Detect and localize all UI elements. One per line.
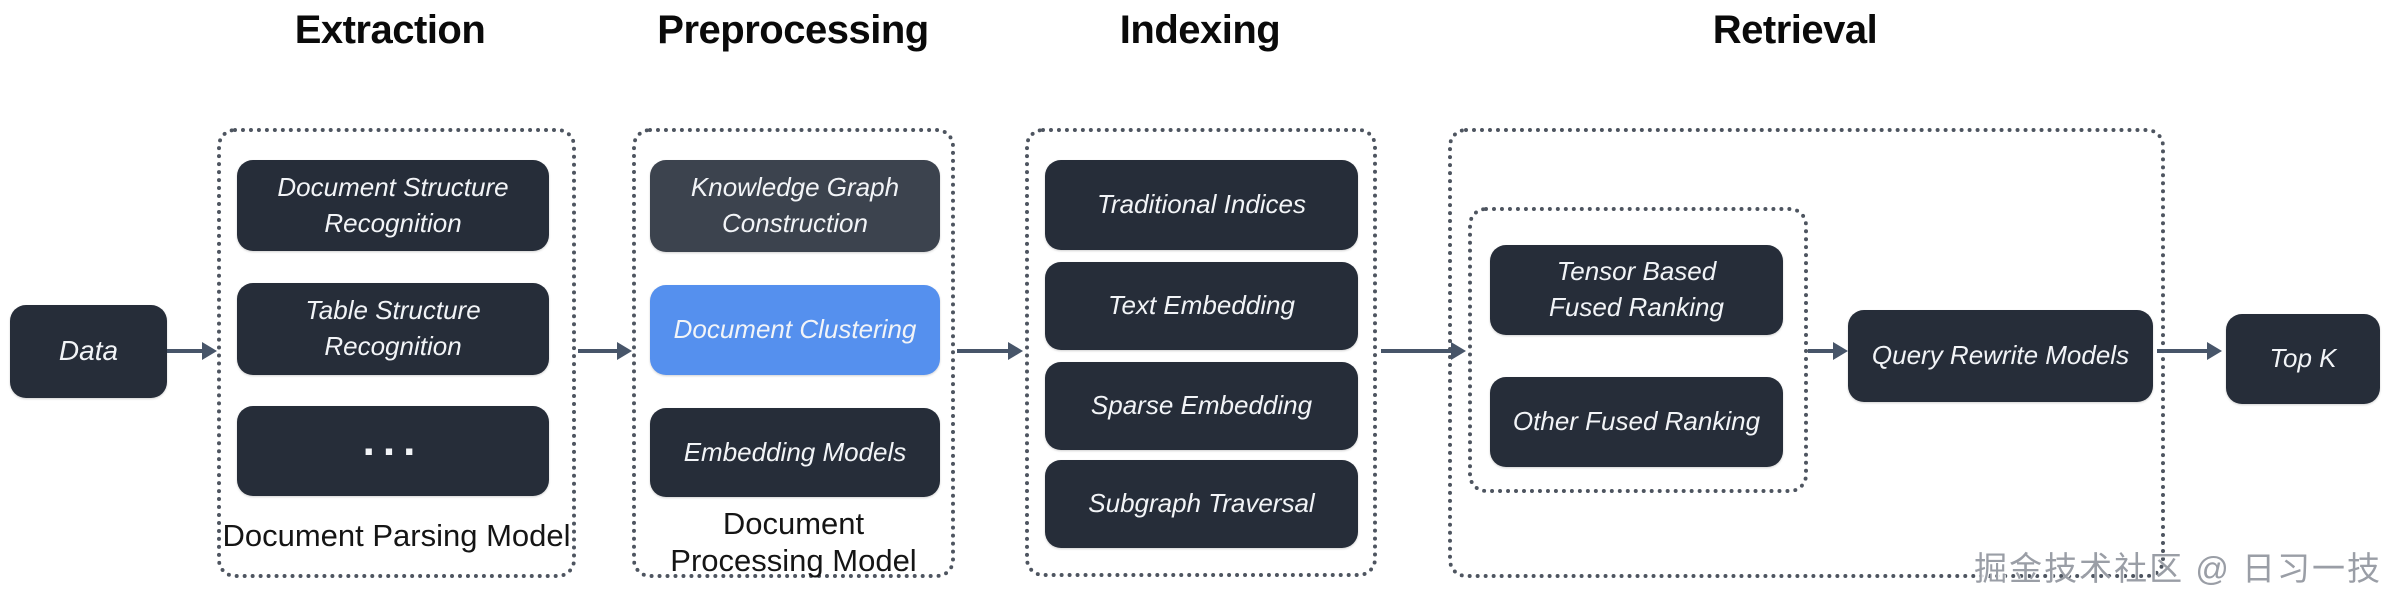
arrow-data-to-extraction [167,342,217,360]
arrow-indexing-to-retrieval [1381,342,1466,360]
stage-container-extraction [217,128,576,578]
stage-caption-extraction: Document Parsing Model [222,518,571,553]
arrowhead-icon [2207,342,2222,360]
stage-container-retrieval [1448,128,2165,578]
node-traditional-indices: Traditional Indices [1045,160,1358,250]
fused-ranking-group [1468,207,1808,493]
stage-container-preprocessing [632,128,955,578]
arrowhead-icon [202,342,217,360]
arrowhead-icon [617,342,632,360]
node-document-structure-recognition: Document Structure Recognition [237,160,549,251]
node-subgraph-traversal: Subgraph Traversal [1045,460,1358,548]
node-tensor-based-fused-ranking: Tensor Based Fused Ranking [1490,245,1783,335]
arrow-query-rewrite-to-top-k [2157,342,2222,360]
arrow-fused-ranking-to-query-rewrite [1808,342,1848,360]
arrowhead-icon [1008,342,1023,360]
stage-container-indexing [1025,128,1377,577]
node-knowledge-graph-construction: Knowledge Graph Construction [650,160,940,252]
node-query-rewrite-models: Query Rewrite Models [1848,310,2153,402]
node-sparse-embedding: Sparse Embedding [1045,362,1358,450]
stage-caption-preprocessing: Document Processing Model [670,506,917,578]
stage-title-retrieval: Retrieval [1712,8,1878,52]
node-text-embedding: Text Embedding [1045,262,1358,350]
stage-title-preprocessing: Preprocessing [657,8,929,52]
stage-title-extraction: Extraction [294,8,486,52]
node-table-structure-recognition: Table Structure Recognition [237,283,549,375]
node-top-k: Top K [2226,314,2380,404]
arrowhead-icon [1833,342,1848,360]
arrow-preprocessing-to-indexing [957,342,1023,360]
node-embedding-models: Embedding Models [650,408,940,497]
node-document-clustering: Document Clustering [650,285,940,375]
arrow-extraction-to-preprocessing [578,342,632,360]
node-other-fused-ranking: Other Fused Ranking [1490,377,1783,467]
watermark: 掘金技术社区 @ 日习一技 [1974,550,2382,587]
node-extraction-ellipsis: ... [237,406,549,496]
node-data: Data [10,305,167,398]
arrowhead-icon [1451,342,1466,360]
stage-title-indexing: Indexing [1119,8,1281,52]
